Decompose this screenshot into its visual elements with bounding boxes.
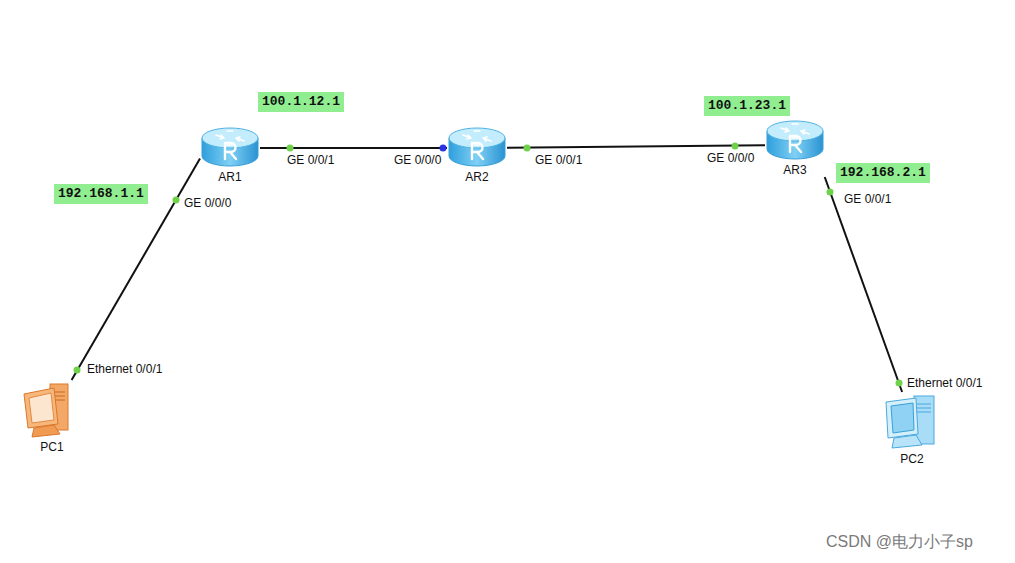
device-name: AR3 <box>765 163 825 177</box>
port-dot <box>287 145 294 152</box>
watermark: CSDN @电力小子sp <box>826 533 973 551</box>
pc-node: PC1 <box>20 380 84 454</box>
pc-icon <box>880 392 944 452</box>
pc-node: PC2 <box>880 392 944 466</box>
ip-address: 192.168.2.1 <box>836 163 930 183</box>
port-dot <box>524 145 531 152</box>
pc-icon <box>20 380 84 440</box>
port-dot <box>827 189 834 196</box>
router-icon <box>765 118 825 163</box>
network-link <box>507 145 765 147</box>
port-dot <box>896 380 903 387</box>
device-name: AR1 <box>200 170 260 184</box>
ip-address: 100.1.23.1 <box>704 96 790 116</box>
port-dot <box>440 145 447 152</box>
device-name: PC2 <box>880 452 944 466</box>
port-dot <box>732 143 739 150</box>
router-icon <box>200 125 260 170</box>
ip-address: 192.168.1.1 <box>54 184 148 204</box>
interface-name: Ethernet 0/0/1 <box>906 376 983 390</box>
device-name: AR2 <box>447 170 507 184</box>
interface-name: GE 0/0/0 <box>706 151 755 165</box>
interface-name: GE 0/0/1 <box>843 192 892 206</box>
device-name: PC1 <box>20 440 84 454</box>
interface-name: GE 0/0/1 <box>286 153 335 167</box>
interface-name: GE 0/0/0 <box>183 196 232 210</box>
network-link <box>825 177 902 392</box>
port-dot <box>74 367 81 374</box>
ip-address: 100.1.12.1 <box>258 92 344 112</box>
router-node: AR1 <box>200 125 260 184</box>
router-icon <box>447 125 507 170</box>
port-dot <box>173 197 180 204</box>
interface-name: GE 0/0/1 <box>534 153 583 167</box>
router-node: AR3 <box>765 118 825 177</box>
router-node: AR2 <box>447 125 507 184</box>
interface-name: Ethernet 0/0/1 <box>86 362 163 376</box>
interface-name: GE 0/0/0 <box>393 153 442 167</box>
